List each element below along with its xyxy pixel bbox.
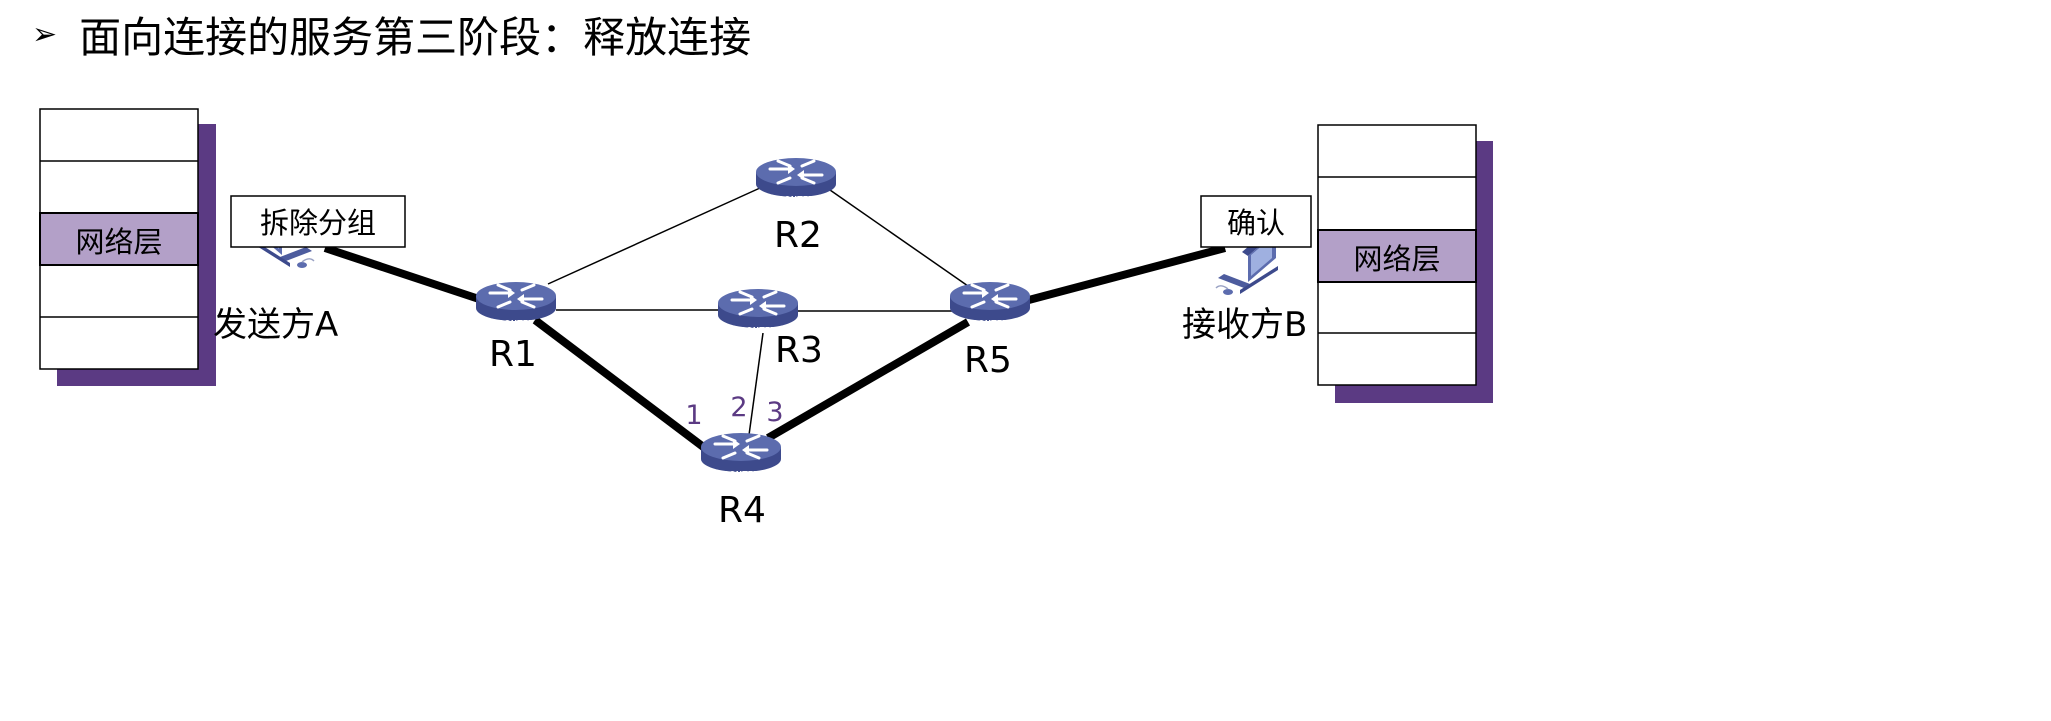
link-r5-b xyxy=(1023,244,1227,305)
receiver-label: 接收方B xyxy=(1182,305,1307,345)
router-r4-badge: ROUTER xyxy=(723,470,760,479)
router-r2-label: R2 xyxy=(774,215,822,256)
router-r1-icon: ROUTER xyxy=(474,280,558,328)
page-title-text: 面向连接的服务第三阶段：释放连接 xyxy=(79,12,752,62)
router-r4-label: R4 xyxy=(718,490,766,531)
thin-links xyxy=(547,187,969,436)
link-r2-r5 xyxy=(829,189,969,287)
left-network-layer xyxy=(39,212,199,266)
router-r1-label: R1 xyxy=(489,334,537,375)
port-2-label: 2 xyxy=(730,392,747,423)
router-r3-badge: ROUTER xyxy=(740,326,777,335)
receiver-callout-text: 确认 xyxy=(1227,206,1285,240)
router-r1-badge: ROUTER xyxy=(498,319,535,328)
right-network-layer xyxy=(1317,229,1477,283)
link-r1-r4 xyxy=(532,316,713,456)
link-a-r1 xyxy=(323,244,490,306)
page-title: ➢ 面向连接的服务第三阶段：释放连接 xyxy=(32,6,751,62)
sender-label: 发送方A xyxy=(213,305,338,345)
left-protocol-stack: 网络层 xyxy=(39,108,199,370)
router-r5-label: R5 xyxy=(964,340,1012,381)
network-diagram: 网络层 网络层 ROUTER ROUTER ROUTER xyxy=(39,108,1493,531)
right-network-layer-label: 网络层 xyxy=(1353,242,1440,276)
router-r3-label: R3 xyxy=(775,330,823,371)
router-r4-icon: ROUTER xyxy=(699,431,783,479)
bullet-arrow-icon: ➢ xyxy=(32,16,58,52)
link-r1-r2 xyxy=(547,187,761,285)
router-r5-badge: ROUTER xyxy=(972,319,1009,328)
sender-callout-text: 拆除分组 xyxy=(260,206,376,240)
sender-callout: 拆除分组 xyxy=(230,195,406,248)
left-network-layer-label: 网络层 xyxy=(75,225,162,259)
port-1-label: 1 xyxy=(685,400,702,431)
router-r2-icon: ROUTER xyxy=(754,156,838,204)
right-protocol-stack: 网络层 xyxy=(1317,124,1477,386)
router-r3-icon: ROUTER xyxy=(716,287,800,335)
link-r3-r4 xyxy=(748,332,764,436)
link-r4-r5 xyxy=(765,318,971,442)
receiver-callout: 确认 xyxy=(1200,195,1312,248)
port-3-label: 3 xyxy=(766,397,783,428)
router-r2-badge: ROUTER xyxy=(778,195,815,204)
thick-path-links xyxy=(323,244,1227,456)
router-r5-icon: ROUTER xyxy=(948,280,1032,328)
